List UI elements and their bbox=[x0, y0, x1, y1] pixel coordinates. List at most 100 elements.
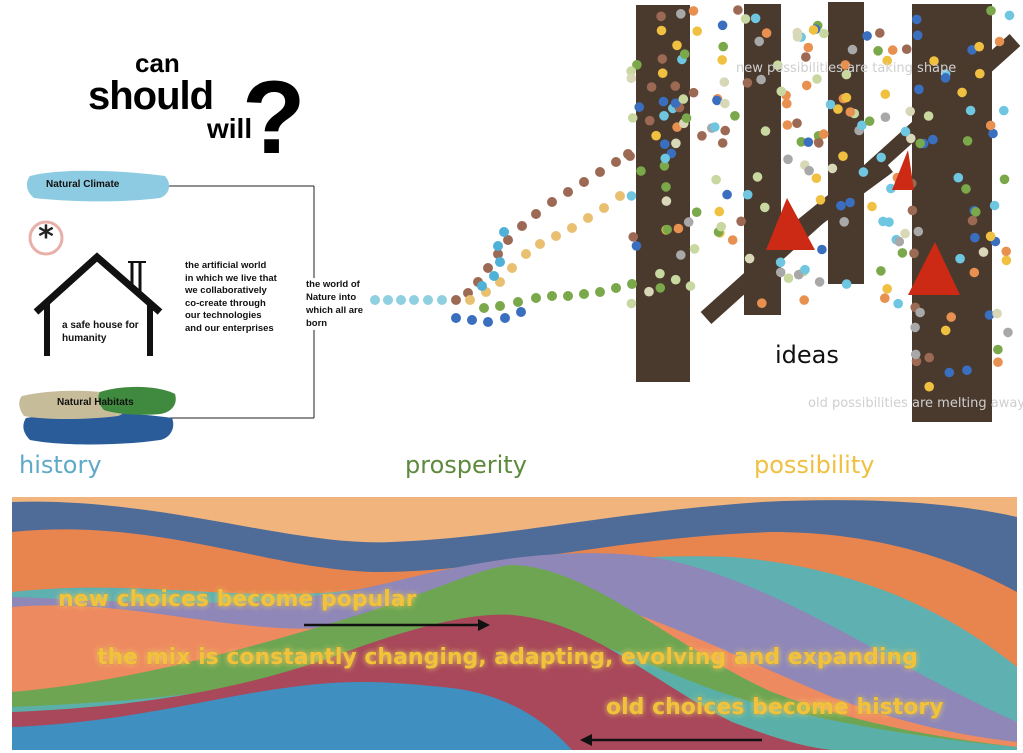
idea-dot bbox=[656, 11, 666, 22]
idea-dot bbox=[857, 120, 867, 131]
heading-should: should bbox=[88, 74, 214, 118]
idea-dot bbox=[754, 36, 764, 47]
idea-dot bbox=[910, 322, 920, 333]
idea-dot bbox=[692, 26, 702, 36]
idea-dot bbox=[718, 41, 728, 52]
idea-dot bbox=[655, 283, 666, 293]
idea-dot bbox=[924, 352, 934, 363]
habitats-brush-blue bbox=[23, 412, 174, 445]
idea-dot bbox=[994, 36, 1005, 47]
stream-layer-blue bbox=[12, 682, 572, 750]
idea-dot bbox=[563, 187, 573, 197]
idea-dot bbox=[626, 73, 637, 83]
idea-dot bbox=[733, 5, 743, 15]
idea-dot bbox=[676, 9, 686, 19]
idea-dot bbox=[673, 223, 684, 234]
idea-dot bbox=[499, 227, 509, 237]
idea-dot bbox=[651, 130, 661, 141]
idea-dot bbox=[986, 5, 996, 16]
idea-dot bbox=[631, 241, 642, 251]
idea-dot bbox=[929, 56, 939, 66]
idea-dot bbox=[971, 207, 981, 217]
question-mark: ? bbox=[242, 60, 306, 176]
idea-dot bbox=[814, 138, 824, 148]
idea-dot bbox=[819, 28, 829, 39]
idea-dot bbox=[836, 200, 846, 211]
idea-dot bbox=[752, 172, 763, 182]
idea-dot bbox=[955, 253, 965, 264]
idea-dot bbox=[841, 69, 852, 80]
idea-dot bbox=[760, 202, 770, 213]
asterisk-badge-ring bbox=[28, 220, 64, 256]
idea-dot bbox=[988, 128, 998, 139]
idea-dot bbox=[962, 136, 973, 146]
idea-dot bbox=[957, 87, 967, 98]
idea-dot bbox=[632, 60, 642, 70]
idea-dot bbox=[717, 55, 727, 65]
idea-dot bbox=[689, 244, 700, 254]
idea-dot bbox=[1004, 10, 1015, 21]
idea-dot bbox=[901, 44, 912, 54]
idea-dot bbox=[969, 267, 980, 278]
idea-dot bbox=[841, 279, 852, 289]
idea-dot bbox=[1001, 246, 1011, 257]
idea-dot bbox=[841, 92, 852, 103]
idea-dot bbox=[940, 325, 951, 336]
idea-dot bbox=[658, 96, 669, 107]
trunk bbox=[636, 5, 690, 382]
idea-dot bbox=[717, 20, 728, 31]
idea-dot bbox=[627, 279, 637, 289]
idea-dot bbox=[839, 217, 849, 227]
asterisk-icon: * bbox=[38, 220, 54, 255]
idea-dot bbox=[893, 298, 903, 309]
idea-dot bbox=[970, 232, 980, 243]
idea-dot bbox=[978, 247, 989, 257]
idea-dot bbox=[775, 257, 786, 268]
idea-dot bbox=[782, 120, 793, 130]
idea-dot bbox=[864, 116, 875, 126]
idea-dot bbox=[579, 177, 589, 187]
house-label: a safe house for humanity bbox=[62, 320, 139, 344]
idea-dot bbox=[757, 298, 767, 309]
idea-dot bbox=[782, 98, 792, 109]
idea-dot bbox=[811, 173, 822, 183]
idea-dot bbox=[894, 236, 905, 247]
climate-brush bbox=[26, 170, 170, 202]
idea-dot bbox=[993, 344, 1003, 355]
habitats-brush-green bbox=[98, 386, 176, 415]
idea-dot bbox=[924, 381, 934, 392]
idea-dot bbox=[513, 297, 523, 307]
heading-can: can bbox=[135, 48, 180, 78]
new-possibilities-text: new possibilities are taking shape bbox=[736, 61, 957, 76]
idea-dot bbox=[775, 267, 786, 278]
idea-dot bbox=[712, 95, 722, 106]
idea-dot bbox=[409, 295, 419, 305]
nature-world-text: the world of Nature into which all are b… bbox=[306, 278, 372, 330]
idea-dot bbox=[626, 66, 636, 76]
idea-dot bbox=[719, 77, 730, 87]
idea-dot bbox=[803, 137, 814, 147]
idea-dot bbox=[815, 195, 826, 205]
idea-dot bbox=[646, 82, 657, 92]
idea-dot bbox=[531, 209, 541, 219]
idea-dot bbox=[742, 78, 753, 88]
idea-dot bbox=[672, 40, 682, 51]
idea-dot bbox=[736, 216, 746, 227]
left-diagram-graphics bbox=[19, 170, 315, 445]
idea-dot bbox=[946, 312, 956, 322]
idea-dot bbox=[878, 216, 888, 227]
idea-dot bbox=[914, 84, 924, 95]
idea-dot bbox=[965, 105, 976, 116]
idea-dot bbox=[803, 42, 814, 53]
idea-dot bbox=[915, 138, 925, 149]
idea-dot bbox=[783, 154, 793, 165]
idea-dot bbox=[521, 249, 531, 259]
idea-dot bbox=[595, 167, 605, 177]
idea-dot bbox=[656, 25, 667, 36]
idea-dot bbox=[685, 281, 696, 291]
idea-dot bbox=[730, 111, 740, 121]
idea-dot bbox=[827, 163, 838, 174]
idea-dot bbox=[500, 313, 510, 323]
idea-dot bbox=[984, 310, 995, 320]
idea-dot bbox=[495, 301, 505, 311]
